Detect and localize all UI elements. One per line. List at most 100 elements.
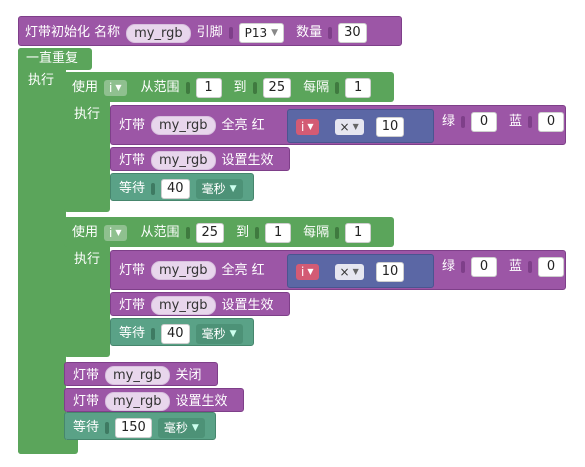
off-block[interactable]: 灯带 my_rgb 关闭: [64, 362, 218, 386]
loop2-use-label: 使用: [72, 225, 99, 240]
input-notch-icon: [528, 261, 533, 273]
fill2-var-dropdown[interactable]: i▼: [296, 264, 319, 280]
loop1-do-label: 执行: [74, 107, 101, 122]
chevron-down-icon: ▼: [229, 329, 237, 339]
off-strip-label: 灯带: [73, 367, 100, 383]
fill1-var-dropdown[interactable]: i▼: [296, 119, 319, 135]
fill2-b-label: 蓝: [509, 259, 523, 274]
fill1-mul-input[interactable]: 10: [375, 117, 405, 137]
loop1-var-dropdown[interactable]: i▼: [104, 80, 127, 96]
input-notch-icon: [335, 82, 340, 94]
fill2-var: i: [301, 265, 305, 279]
fill1-op: ×: [339, 120, 350, 134]
loop2-end-input[interactable]: 1: [265, 223, 292, 243]
fill2-b-input[interactable]: 0: [538, 257, 565, 277]
waitf-value-input[interactable]: 150: [115, 418, 152, 438]
input-notch-icon: [335, 227, 340, 239]
loop2-step-label: 每隔: [303, 225, 330, 240]
wait2-value-input[interactable]: 40: [161, 324, 190, 344]
chevron-down-icon: ▼: [307, 267, 314, 276]
loop2-to-label: 到: [236, 225, 250, 240]
wait-block-2[interactable]: 等待 40 毫秒▼: [110, 318, 254, 346]
chevron-down-icon: ▼: [307, 122, 314, 131]
fill1-g-input[interactable]: 0: [471, 112, 498, 132]
for-loop-1-header: 使用 i▼ 从范围 1 到 25 每隔 1: [64, 72, 394, 102]
chevron-down-icon: ▼: [271, 28, 279, 38]
chevron-down-icon: ▼: [115, 83, 122, 92]
fill1-g-label: 绿: [442, 114, 456, 129]
forever-block[interactable]: [18, 48, 66, 454]
off-label: 关闭: [175, 367, 202, 383]
loop2-start-input[interactable]: 25: [195, 223, 225, 243]
fill2-g-input[interactable]: 0: [471, 257, 498, 277]
fill1-b-label: 蓝: [509, 114, 523, 129]
chevron-down-icon: ▼: [229, 184, 237, 194]
input-notch-icon: [528, 116, 533, 128]
showf-strip-label: 灯带: [73, 393, 100, 409]
input-notch-icon: [461, 261, 466, 273]
input-notch-icon: [252, 82, 257, 94]
loop2-do-label: 执行: [74, 252, 101, 267]
loop2-from-label: 从范围: [140, 225, 180, 240]
showf-name-field[interactable]: my_rgb: [105, 392, 170, 411]
show2-strip-label: 灯带: [119, 297, 146, 313]
fill2-op-dropdown[interactable]: ×▼: [334, 264, 364, 280]
wait-block-final[interactable]: 等待 150 毫秒▼: [64, 412, 216, 440]
fill1-var: i: [301, 120, 305, 134]
wait1-unit-dropdown[interactable]: 毫秒▼: [195, 179, 243, 199]
count-input[interactable]: 30: [338, 23, 367, 43]
loop2-var: i: [109, 226, 113, 240]
loop1-to-label: 到: [233, 80, 247, 95]
fill1-b-input[interactable]: 0: [538, 112, 565, 132]
off-name-field[interactable]: my_rgb: [105, 366, 170, 385]
wait-block-1[interactable]: 等待 40 毫秒▼: [110, 173, 254, 201]
input-notch-icon: [461, 116, 466, 128]
multiply-block-1[interactable]: i▼ ×▼ 10: [287, 109, 434, 143]
fill2-strip-label: 灯带: [119, 262, 146, 278]
show2-name-field[interactable]: my_rgb: [151, 296, 216, 315]
show1-name-field[interactable]: my_rgb: [151, 151, 216, 170]
chevron-down-icon: ▼: [191, 423, 199, 433]
input-notch-icon: [105, 422, 110, 434]
fill1-name-field[interactable]: my_rgb: [151, 116, 216, 135]
input-notch-icon: [151, 328, 156, 340]
pin-value: P13: [244, 26, 268, 40]
loop1-step-input[interactable]: 1: [345, 78, 372, 98]
loop1-step-label: 每隔: [303, 80, 330, 95]
wait2-label: 等待: [119, 326, 146, 341]
fill2-name-field[interactable]: my_rgb: [151, 261, 216, 280]
chevron-down-icon: ▼: [352, 267, 359, 276]
fill2-all-label: 全亮 红: [221, 262, 265, 278]
show1-strip-label: 灯带: [119, 152, 146, 168]
wait1-value-input[interactable]: 40: [161, 179, 190, 199]
pin-dropdown[interactable]: P13▼: [238, 23, 285, 43]
chevron-down-icon: ▼: [115, 228, 122, 237]
loop2-step-input[interactable]: 1: [345, 223, 372, 243]
show-block-1[interactable]: 灯带 my_rgb 设置生效: [110, 147, 290, 171]
input-notch-icon: [185, 227, 190, 239]
init-label: 灯带初始化 名称: [25, 25, 121, 40]
loop2-var-dropdown[interactable]: i▼: [104, 225, 127, 241]
waitf-unit-dropdown[interactable]: 毫秒▼: [157, 418, 205, 438]
strip-name-field[interactable]: my_rgb: [126, 23, 191, 43]
fill2-mul-input[interactable]: 10: [375, 262, 405, 282]
loop1-start-input[interactable]: 1: [195, 78, 222, 98]
show1-label: 设置生效: [221, 152, 274, 168]
show-block-2[interactable]: 灯带 my_rgb 设置生效: [110, 292, 290, 316]
wait2-unit-dropdown[interactable]: 毫秒▼: [195, 324, 243, 344]
fill1-all-label: 全亮 红: [221, 117, 265, 133]
loop1-end-input[interactable]: 25: [262, 78, 292, 98]
forever-do-label: 执行: [28, 73, 55, 88]
chevron-down-icon: ▼: [352, 122, 359, 131]
multiply-block-2[interactable]: i▼ ×▼ 10: [287, 254, 434, 288]
forever-label: 一直重复: [26, 51, 79, 66]
fill1-op-dropdown[interactable]: ×▼: [334, 119, 364, 135]
show-block-final[interactable]: 灯带 my_rgb 设置生效: [64, 388, 244, 412]
show2-label: 设置生效: [221, 297, 274, 313]
forever-header: 一直重复: [18, 48, 92, 70]
count-label: 数量: [296, 25, 323, 40]
input-notch-icon: [228, 27, 233, 39]
rgb-init-block[interactable]: 灯带初始化 名称 my_rgb 引脚 P13▼ 数量 30: [18, 16, 402, 46]
loop1-use-label: 使用: [72, 80, 99, 95]
for-loop-2-header: 使用 i▼ 从范围 25 到 1 每隔 1: [64, 217, 394, 247]
